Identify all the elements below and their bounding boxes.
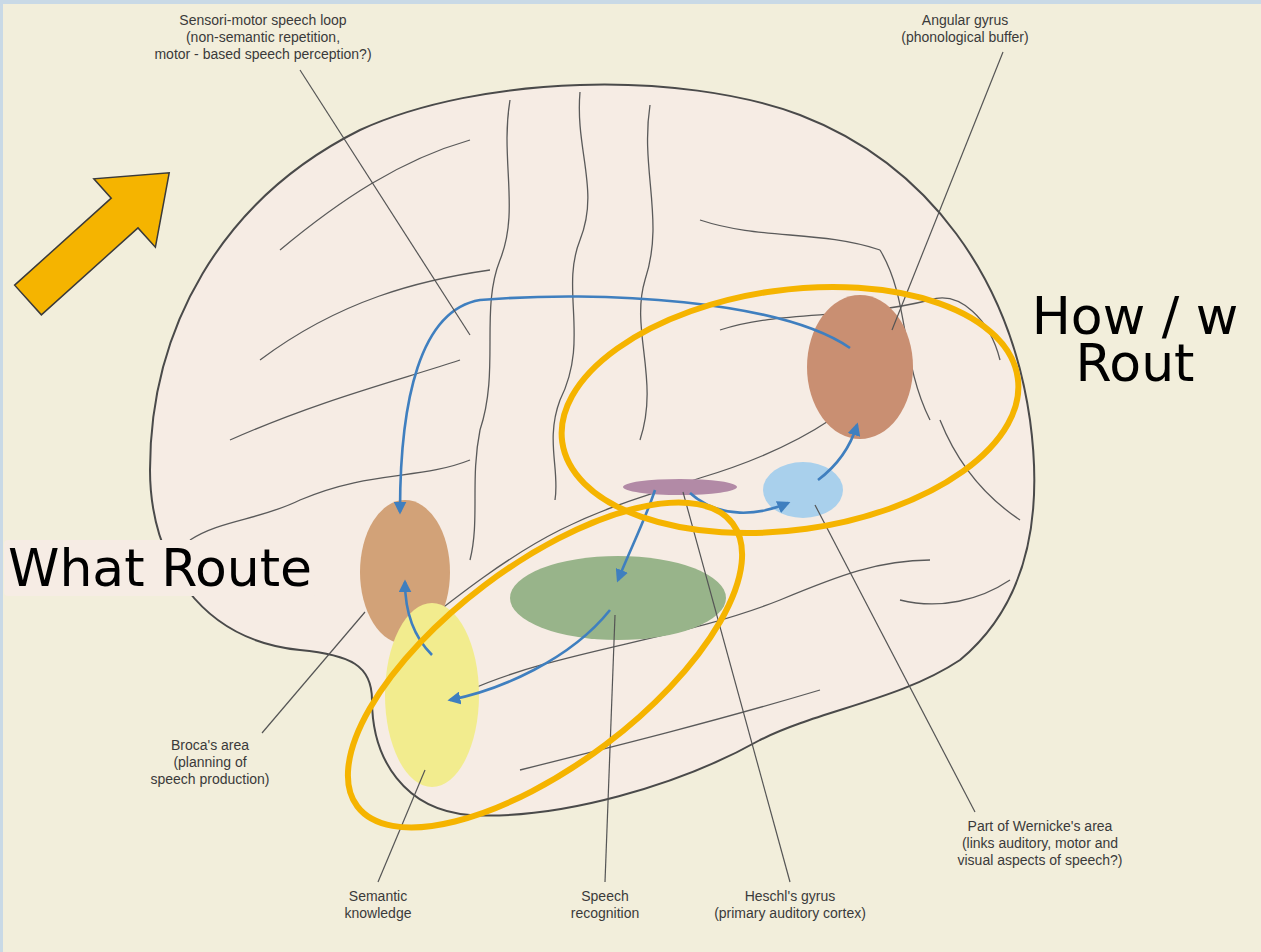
brain-sulci — [190, 92, 1020, 770]
leader-line — [262, 612, 365, 733]
callout-label: Speech recognition — [571, 888, 640, 922]
label-line: (links auditory, motor and — [958, 835, 1123, 852]
label-line: (planning of — [150, 754, 269, 771]
callout-label: Sensori-motor speech loop (non-semantic … — [154, 12, 371, 63]
heschl-region — [623, 479, 737, 495]
label-line: Speech — [571, 888, 640, 905]
label-line: Angular gyrus — [901, 12, 1028, 29]
frame-edge — [0, 0, 1261, 4]
sulcus-line — [940, 420, 1020, 520]
label-line: Semantic — [345, 888, 412, 905]
leader-line — [892, 52, 1003, 330]
leader-line — [605, 615, 615, 882]
label-line: Heschl's gyrus — [714, 888, 866, 905]
callout-label: Semantic knowledge — [345, 888, 412, 922]
label-line: recognition — [571, 905, 640, 922]
label-line: knowledge — [345, 905, 412, 922]
pathway-arrow — [818, 425, 857, 480]
sulcus-line — [520, 690, 820, 770]
label-line: Part of Wernicke's area — [958, 818, 1123, 835]
label-line: visual aspects of speech?) — [958, 852, 1123, 869]
sulcus-line — [700, 220, 880, 250]
label-line: (primary auditory cortex) — [714, 905, 866, 922]
sulcus-line — [900, 580, 1010, 604]
label-line: Sensori-motor speech loop — [154, 12, 371, 29]
sulcus-line — [260, 270, 490, 360]
label-line: How / w — [1032, 293, 1239, 340]
callout-label: Angular gyrus (phonological buffer) — [901, 12, 1028, 46]
sulcus-line — [640, 105, 653, 440]
label-line: motor - based speech perception?) — [154, 46, 371, 63]
route-ring — [297, 444, 793, 887]
pointer-arrow — [0, 139, 200, 335]
speech-recognition-region — [510, 556, 726, 640]
label-line: Rout — [1032, 340, 1239, 387]
pathway-arrow — [400, 296, 850, 512]
label-line: speech production) — [150, 771, 269, 788]
route-label: What Route — [4, 540, 316, 596]
callout-label: Broca's area (planning of speech product… — [150, 737, 269, 788]
sulcus-line — [470, 100, 510, 560]
route-label: How / w Rout — [1032, 293, 1239, 387]
label-line: Broca's area — [150, 737, 269, 754]
pointer-arrow-shape — [0, 139, 200, 335]
leader-line — [815, 505, 975, 812]
leader-lines — [262, 52, 1003, 882]
brain-outline — [150, 85, 1034, 816]
callout-label: Part of Wernicke's area (links auditory,… — [958, 818, 1123, 869]
label-line: (non-semantic repetition, — [154, 29, 371, 46]
pathway-arrows — [400, 296, 857, 700]
frame-edge — [0, 0, 3, 952]
label-line: What Route — [8, 540, 312, 596]
sulcus-line — [280, 140, 470, 250]
sulcus-line — [230, 360, 460, 440]
leader-line — [300, 70, 470, 335]
leader-line — [683, 492, 790, 882]
pathway-arrow — [450, 610, 610, 700]
callout-label: Heschl's gyrus (primary auditory cortex) — [714, 888, 866, 922]
label-line: (phonological buffer) — [901, 29, 1028, 46]
